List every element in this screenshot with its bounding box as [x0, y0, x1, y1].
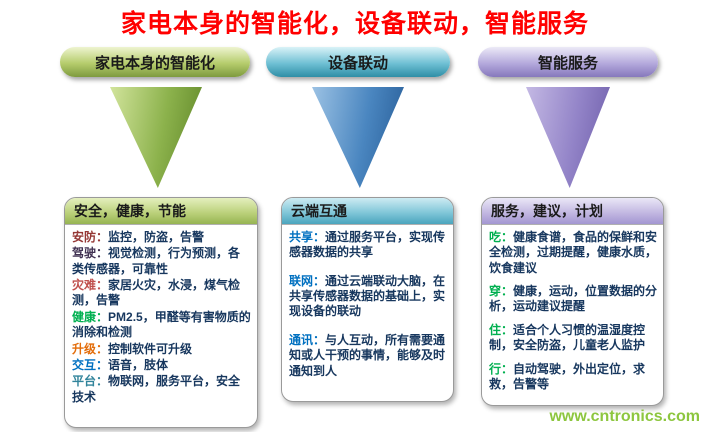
item-text: 健康食谱，食品的保鲜和安全检测，过期提醒，健康水质，饮食建议 — [489, 230, 658, 275]
watermark: www.cntronics.com — [549, 408, 700, 425]
item-text: PM2.5，甲醛等有害物质的消除和检测 — [72, 309, 251, 340]
funnel-arrow-blue — [312, 87, 404, 188]
pill-label: 智能服务 — [537, 54, 598, 72]
item-keyword: 健康： — [72, 309, 109, 324]
panel-safety-health-energy: 安全，健康，节能 安防：监控，防盗，告警 驾驶：视觉检测，行为预测，各类传感器，… — [64, 197, 258, 428]
item-keyword: 行： — [489, 361, 514, 376]
item-text: 与人互动，所有需要通知或人干预的事情，能够及时通知到人 — [289, 332, 446, 378]
funnel-arrow-green — [110, 87, 202, 188]
list-item: 住：适合个人习惯的温湿度控制，安全防盗，儿童老人监护 — [489, 323, 658, 354]
list-item: 联网：通过云端联动大脑，在共享传感器数据的基础上，实现设备的联动 — [289, 274, 448, 320]
item-text: 物联网，服务平台，安全技术 — [72, 374, 241, 404]
list-item: 共享：通过服务平台，实现传感器数据的共享 — [289, 230, 448, 261]
list-item: 行：自动驾驶，外出定位，求救，告警等 — [489, 362, 658, 393]
item-keyword: 穿： — [489, 284, 514, 299]
item-keyword: 联网： — [289, 273, 326, 288]
panel-title: 服务，建议，计划 — [482, 198, 663, 225]
item-keyword: 平台： — [72, 374, 109, 389]
list-item: 穿：健康，运动，位置数据的分析，运动建议提醒 — [489, 284, 658, 315]
list-item: 交互：语音，肢体 — [72, 358, 252, 373]
list-item: 灾难：家居火灾，水浸，煤气检测，告警 — [72, 278, 252, 309]
pill-smart-service: 智能服务 — [478, 47, 658, 77]
list-item: 平台：物联网，服务平台，安全技术 — [72, 374, 252, 405]
funnel-arrow-purple — [526, 87, 610, 188]
item-keyword: 灾难： — [72, 278, 109, 293]
panel-service-advice-plan: 服务，建议，计划 吃：健康食谱，食品的保鲜和安全检测，过期提醒，健康水质，饮食建… — [481, 197, 664, 406]
item-keyword: 驾驶： — [72, 246, 109, 261]
list-item: 升级：控制软件可升级 — [72, 342, 252, 357]
pill-device-linkage: 设备联动 — [266, 47, 450, 77]
panel-title: 云端互通 — [282, 198, 453, 225]
item-keyword: 共享： — [289, 230, 326, 244]
panel-body: 吃：健康食谱，食品的保鲜和安全检测，过期提醒，健康水质，饮食建议 穿：健康，运动… — [482, 225, 663, 396]
item-text: 控制软件可升级 — [108, 341, 193, 356]
item-keyword: 通讯： — [289, 332, 326, 347]
item-keyword: 升级： — [72, 341, 109, 356]
item-text: 自动驾驶，外出定位，求救，告警等 — [489, 361, 646, 391]
panel-body: 安防：监控，防盗，告警 驾驶：视觉检测，行为预测，各类传感器，可靠性 灾难：家居… — [65, 225, 257, 410]
item-text: 通过云端联动大脑，在共享传感器数据的基础上，实现设备的联动 — [289, 273, 446, 319]
pill-smart-appliance: 家电本身的智能化 — [60, 47, 250, 77]
item-text: 健康，运动，位置数据的分析，运动建议提醒 — [489, 284, 658, 314]
item-keyword: 吃： — [489, 230, 514, 244]
list-item: 驾驶：视觉检测，行为预测，各类传感器，可靠性 — [72, 246, 252, 277]
list-item: 通讯：与人互动，所有需要通知或人干预的事情，能够及时通知到人 — [289, 333, 448, 379]
list-item: 吃：健康食谱，食品的保鲜和安全检测，过期提醒，健康水质，饮食建议 — [489, 230, 658, 276]
item-keyword: 安防： — [72, 230, 109, 244]
pill-label: 设备联动 — [327, 54, 388, 72]
item-text: 通过服务平台，实现传感器数据的共享 — [289, 230, 446, 260]
panel-body: 共享：通过服务平台，实现传感器数据的共享 联网：通过云端联动大脑，在共享传感器数… — [282, 225, 453, 383]
page-title: 家电本身的智能化，设备联动，智能服务 — [120, 10, 589, 38]
list-item: 安防：监控，防盗，告警 — [72, 230, 252, 245]
item-text: 视觉检测，行为预测，各类传感器，可靠性 — [72, 246, 241, 276]
panel-cloud-interconnect: 云端互通 共享：通过服务平台，实现传感器数据的共享 联网：通过云端联动大脑，在共… — [281, 197, 454, 402]
item-text: 语音，肢体 — [108, 357, 169, 372]
pill-label: 家电本身的智能化 — [94, 54, 215, 72]
item-keyword: 住： — [489, 322, 514, 337]
list-item: 健康：PM2.5，甲醛等有害物质的消除和检测 — [72, 310, 252, 341]
item-keyword: 交互： — [72, 357, 109, 372]
item-text: 家居火灾，水浸，煤气检测，告警 — [72, 278, 241, 308]
item-text: 适合个人习惯的温湿度控制，安全防盗，儿童老人监护 — [489, 322, 646, 353]
panel-title: 安全，健康，节能 — [65, 198, 257, 225]
item-text: 监控，防盗，告警 — [108, 230, 205, 244]
